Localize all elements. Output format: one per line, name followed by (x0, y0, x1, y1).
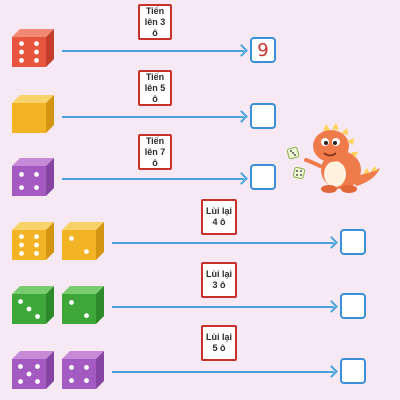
die-pip (19, 58, 24, 63)
die-pip (69, 365, 74, 370)
die-top-face (62, 222, 104, 230)
answer-box-row-3[interactable] (250, 164, 276, 190)
die-front-face (62, 294, 96, 324)
die-side-face (96, 351, 104, 389)
instruction-card-row-3: Tiến lên 7 ô (138, 134, 172, 170)
instruction-card-row-5: Lùi lại 3 ô (201, 262, 237, 298)
instruction-line-1: Lùi lại (205, 332, 232, 342)
die-pip (69, 236, 74, 241)
instruction-card-row-2: Tiến lên 5 ô (138, 70, 172, 106)
die-pip (34, 242, 39, 248)
die-yellow (62, 222, 104, 265)
die-pip (69, 300, 74, 305)
die-green (62, 286, 104, 329)
instruction-card-row-6: Lùi lại 5 ô (201, 325, 237, 361)
die-purple (12, 351, 54, 394)
instruction-line-2: 3 ô (212, 280, 226, 290)
die-pip (34, 234, 39, 239)
die-pip (35, 314, 40, 319)
answer-box-row-5[interactable] (340, 293, 366, 319)
die-side-face (96, 286, 104, 324)
die-pip (18, 364, 23, 369)
die-pip (69, 378, 74, 383)
die-side-face (46, 158, 54, 196)
instruction-line-2: lên 5 ô (144, 82, 166, 104)
die-side-face (46, 29, 54, 67)
instruction-card-row-4: Lùi lại 4 ô (201, 199, 237, 235)
die-pip (26, 371, 32, 377)
die-front-face (62, 230, 96, 260)
die-pip (19, 41, 24, 46)
die-pip (84, 249, 89, 254)
die-side-face (96, 222, 104, 260)
instruction-line-2: lên 3 ô (144, 16, 166, 38)
answer-box-row-2[interactable] (250, 103, 276, 129)
instruction-line-1: Lùi lại (205, 206, 232, 216)
die-side-face (46, 351, 54, 389)
arrow-row-1 (62, 50, 244, 52)
die-purple (62, 351, 104, 394)
instruction-line-2: lên 7 ô (144, 146, 166, 168)
die-purple (12, 158, 54, 201)
instruction-line-1: Tiến (145, 71, 165, 82)
die-pip (18, 299, 23, 304)
die-pip (84, 365, 89, 370)
answer-box-row-6[interactable] (340, 358, 366, 384)
instruction-line-1: Tiến (145, 5, 165, 16)
instruction-card-row-1: Tiến lên 3 ô (138, 4, 172, 40)
arrow-row-5 (112, 306, 334, 308)
die-front-face (12, 103, 46, 133)
die-top-face (62, 351, 104, 359)
die-pip (19, 49, 24, 55)
die-front-face (62, 359, 96, 389)
arrow-row-6 (112, 371, 334, 373)
die-pip (34, 41, 39, 46)
dinosaur-mascot (286, 123, 380, 193)
die-pip (19, 242, 24, 248)
die-top-face (12, 29, 54, 37)
arrow-row-3 (62, 178, 244, 180)
die-top-face (12, 158, 54, 166)
die-pip (34, 172, 39, 177)
instruction-line-2: 5 ô (212, 343, 226, 353)
die-side-face (46, 286, 54, 324)
die-pip (34, 58, 39, 63)
die-top-face (12, 95, 54, 103)
die-top-face (62, 286, 104, 294)
answer-box-row-1[interactable]: 9 (250, 37, 276, 63)
die-pip (84, 378, 89, 383)
die-pip (34, 185, 39, 190)
instruction-line-1: Lùi lại (205, 269, 232, 279)
die-green (12, 286, 54, 329)
die-pip (19, 234, 24, 239)
die-pip (19, 172, 24, 177)
instruction-line-1: Tiến (145, 135, 165, 146)
die-yellow (12, 95, 54, 138)
die-yellow (12, 222, 54, 265)
arrow-row-4 (112, 242, 334, 244)
die-front-face (12, 166, 46, 196)
die-pip (19, 185, 24, 190)
answer-box-row-4[interactable] (340, 229, 366, 255)
die-top-face (12, 351, 54, 359)
die-pip (26, 306, 32, 312)
die-front-face (12, 37, 46, 67)
die-pip (84, 313, 89, 318)
die-side-face (46, 95, 54, 133)
die-pip (35, 379, 40, 384)
die-front-face (12, 230, 46, 260)
die-top-face (12, 222, 54, 230)
die-pip (18, 379, 23, 384)
die-pip (34, 251, 39, 256)
die-red (12, 29, 54, 72)
die-top-face (12, 286, 54, 294)
die-pip (34, 49, 39, 55)
die-pip (35, 364, 40, 369)
arrow-row-2 (62, 116, 244, 118)
die-pip (19, 251, 24, 256)
die-side-face (46, 222, 54, 260)
instruction-line-2: 4 ô (212, 217, 226, 227)
